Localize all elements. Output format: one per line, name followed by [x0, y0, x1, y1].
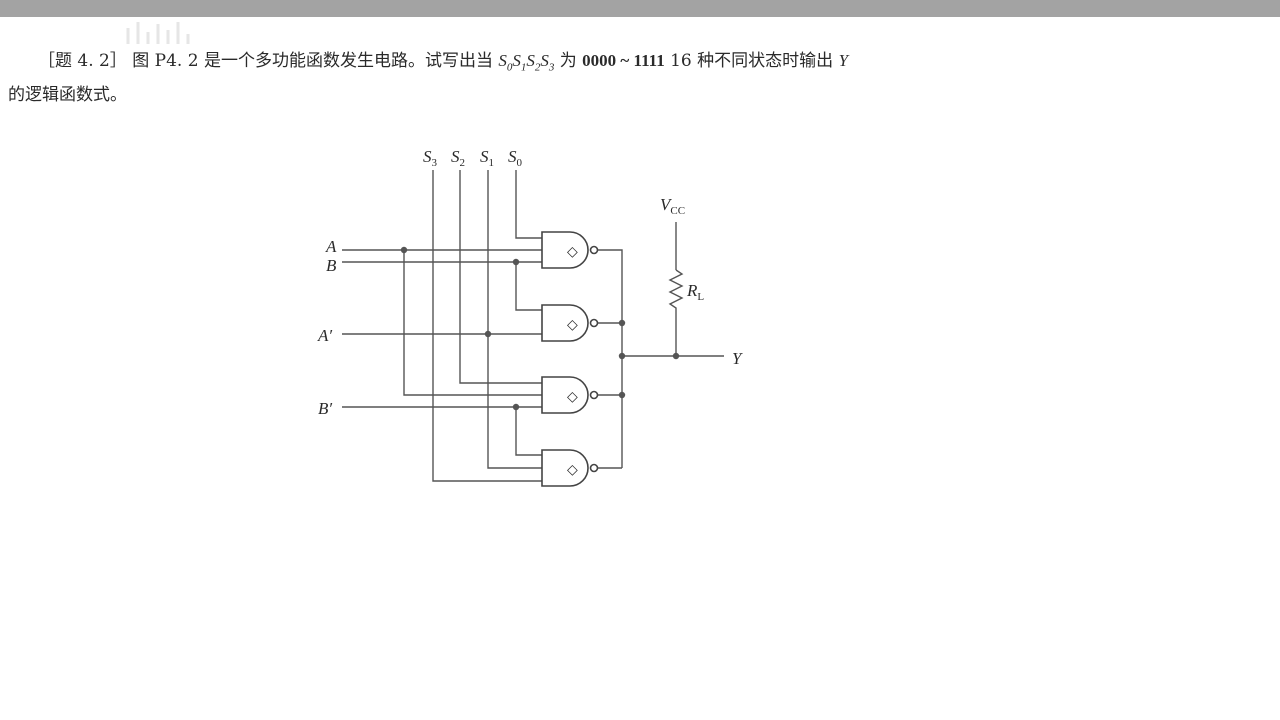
label-input-b: B — [326, 256, 337, 275]
watermark-logo — [126, 22, 190, 44]
nand-gate-4: ◇ — [541, 449, 599, 487]
label-s3: S3 — [423, 147, 438, 169]
gate-symbol-1: ◇ — [567, 245, 578, 260]
state-range: 0000 ~ 1111 — [582, 51, 665, 70]
label-load-resistor: RL — [686, 281, 704, 303]
problem-line-2: 的逻辑函数式。 — [8, 85, 127, 105]
load-resistor-symbol — [668, 269, 684, 356]
label-s0: S0 — [508, 147, 523, 169]
junction-a — [400, 246, 408, 254]
problem-text-a: 是一个多功能函数发生电路。试写出当 — [203, 51, 493, 71]
nand-gate-3: ◇ — [541, 376, 599, 414]
nand-gate-2: ◇ — [541, 304, 599, 342]
problem-line-1: ［题 4. 2］ 图 P4. 2 是一个多功能函数发生电路。试写出当 S0S1S… — [38, 46, 848, 73]
label-input-a: A — [325, 237, 337, 256]
label-s2: S2 — [451, 147, 465, 169]
label-s1: S1 — [480, 147, 494, 169]
junction-bus-3 — [618, 391, 626, 399]
figure-ref: 图 P4. 2 — [132, 51, 199, 71]
wire-s2 — [459, 170, 542, 384]
top-bar — [0, 0, 1280, 17]
nand-gate-1: ◇ — [541, 231, 599, 269]
wire-input-b-branch — [515, 262, 542, 311]
wire-s1 — [487, 170, 542, 469]
junction-b-prime — [512, 403, 520, 411]
wire-input-a-branch — [403, 250, 542, 396]
wire-gate1-out — [598, 249, 623, 468]
selector-expression: S0S1S2S3 — [498, 51, 555, 74]
problem-text-c: 16 种不同状态时输出 — [670, 51, 834, 71]
label-input-a-prime: A′ — [317, 326, 332, 345]
label-output-y: Y — [732, 349, 743, 368]
output-variable: Y — [838, 51, 849, 70]
wire-s3 — [432, 170, 542, 482]
gate-symbol-4: ◇ — [567, 463, 578, 478]
junction-b — [512, 258, 520, 266]
junction-bus-2 — [618, 319, 626, 327]
problem-tag: ［题 4. 2］ — [38, 51, 127, 71]
wire-s0 — [515, 170, 542, 239]
label-vcc: VCC — [660, 195, 685, 217]
gate-symbol-3: ◇ — [567, 390, 578, 405]
gate-symbol-2: ◇ — [567, 318, 578, 333]
wire-input-b-prime-branch — [515, 407, 542, 456]
label-input-b-prime: B′ — [318, 399, 332, 418]
problem-text-b: 为 — [559, 51, 577, 71]
junction-s1-a-prime — [484, 330, 492, 338]
